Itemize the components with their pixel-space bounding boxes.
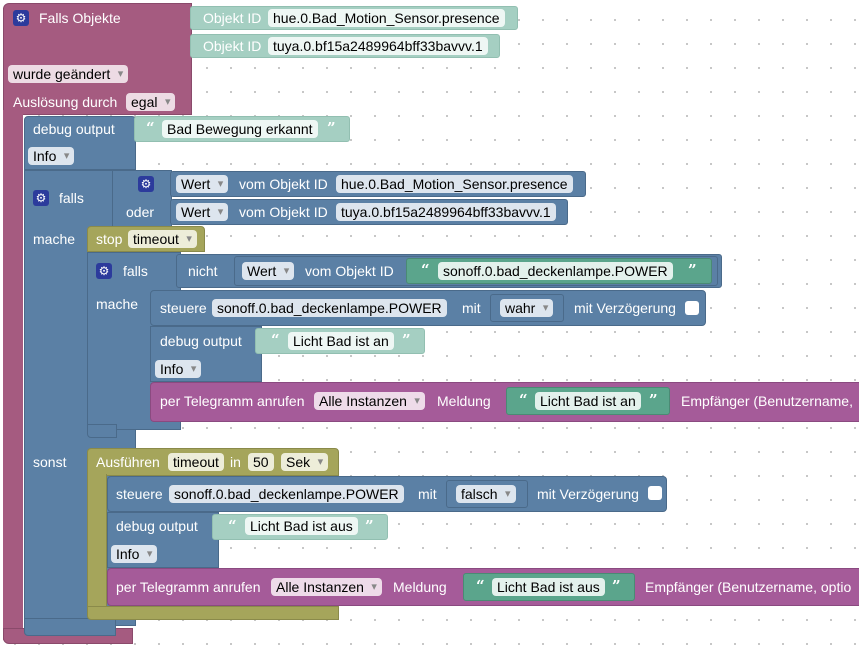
vom-objekt-label: vom Objekt ID bbox=[239, 176, 328, 192]
debug-text[interactable]: Bad Bewegung erkannt bbox=[162, 120, 318, 138]
object-id-field[interactable]: hue.0.Bad_Motion_Sensor.presence bbox=[268, 9, 505, 27]
object-text[interactable]: sonoff.0.bad_deckenlampe.POWER bbox=[438, 262, 673, 280]
object-id-field[interactable]: tuya.0.bf15a2489964bff33bavvv.1 bbox=[268, 37, 488, 55]
quote-close-icon: ” bbox=[365, 517, 374, 535]
wert-dropdown[interactable]: Wert bbox=[242, 262, 295, 280]
oder-label: oder bbox=[126, 204, 155, 220]
ausloesung-dropdown[interactable]: egal bbox=[126, 93, 176, 111]
nicht-label: nicht bbox=[188, 263, 218, 279]
stop-label: stop bbox=[96, 231, 123, 247]
mache-label: mache bbox=[33, 231, 76, 247]
trigger-title: Falls Objekte bbox=[39, 10, 121, 26]
object-id-field[interactable]: hue.0.Bad_Motion_Sensor.presence bbox=[336, 175, 573, 193]
meldung-label: Meldung bbox=[437, 393, 491, 409]
debug-label: debug output bbox=[160, 333, 242, 349]
delay-label: mit Verzögerung bbox=[537, 486, 639, 502]
timeout-value-field[interactable]: 50 bbox=[248, 453, 274, 471]
timeout-bottom bbox=[87, 606, 339, 620]
delay-checkbox[interactable] bbox=[648, 486, 662, 500]
recipient-label: Empfänger (Benutzername, optio bbox=[645, 579, 852, 595]
quote-close-icon: ” bbox=[688, 261, 697, 279]
gear-icon[interactable]: ⚙ bbox=[96, 263, 112, 279]
delay-checkbox[interactable] bbox=[685, 301, 699, 315]
objekt-id-label: Objekt ID bbox=[203, 10, 262, 26]
if-block-bottom bbox=[24, 618, 116, 636]
quote-close-icon: ” bbox=[402, 331, 411, 349]
recipient-label: Empfänger (Benutzername, bbox=[681, 393, 853, 409]
telegram-block[interactable] bbox=[150, 382, 859, 422]
quote-open-icon: “ bbox=[421, 261, 430, 279]
falls-label: falls bbox=[123, 263, 148, 279]
ausfuehren-label: Ausführen bbox=[96, 454, 160, 470]
telegram-text[interactable]: Licht Bad ist an bbox=[535, 392, 641, 410]
text-block[interactable] bbox=[463, 573, 635, 601]
telegram-text[interactable]: Licht Bad ist aus bbox=[492, 578, 605, 596]
trigger-spine bbox=[3, 110, 23, 640]
ausloesung-label: Auslösung durch bbox=[13, 94, 118, 110]
mache-label: mache bbox=[96, 296, 139, 312]
gear-icon[interactable]: ⚙ bbox=[33, 190, 49, 206]
debug-text[interactable]: Licht Bad ist aus bbox=[245, 517, 358, 535]
debug-level-dropdown[interactable]: Info bbox=[155, 360, 202, 378]
quote-open-icon: “ bbox=[476, 577, 485, 595]
wert-dropdown[interactable]: Wert bbox=[176, 203, 229, 221]
debug-text[interactable]: Licht Bad ist an bbox=[288, 332, 394, 350]
telegram-label: per Telegramm anrufen bbox=[160, 393, 305, 409]
meldung-label: Meldung bbox=[393, 579, 447, 595]
debug-label: debug output bbox=[116, 518, 198, 534]
if-block-bottom bbox=[87, 424, 117, 438]
mit-label: mit bbox=[462, 300, 481, 316]
mit-label: mit bbox=[418, 486, 437, 502]
instance-dropdown[interactable]: Alle Instanzen bbox=[314, 392, 425, 410]
quote-open-icon: “ bbox=[271, 331, 280, 349]
changed-dropdown[interactable]: wurde geändert bbox=[8, 65, 129, 83]
steuere-label: steuere bbox=[116, 486, 163, 502]
quote-close-icon: ” bbox=[327, 119, 336, 137]
quote-close-icon: ” bbox=[612, 577, 621, 595]
in-label: in bbox=[230, 454, 241, 470]
wert-dropdown[interactable]: Wert bbox=[176, 175, 229, 193]
instance-dropdown[interactable]: Alle Instanzen bbox=[271, 578, 382, 596]
debug-label: debug output bbox=[33, 121, 115, 137]
timeout-dropdown[interactable]: timeout bbox=[128, 230, 197, 248]
gear-icon[interactable]: ⚙ bbox=[138, 176, 154, 192]
falls-label: falls bbox=[59, 190, 84, 206]
boolean-dropdown[interactable]: wahr bbox=[500, 299, 554, 317]
unit-dropdown[interactable]: Sek bbox=[281, 453, 329, 471]
boolean-dropdown[interactable]: falsch bbox=[456, 485, 516, 503]
timeout-name-field[interactable]: timeout bbox=[168, 453, 224, 471]
objekt-id-label: Objekt ID bbox=[203, 38, 262, 54]
quote-open-icon: “ bbox=[228, 517, 237, 535]
gear-icon[interactable]: ⚙ bbox=[13, 10, 29, 26]
object-id-field[interactable]: tuya.0.bf15a2489964bff33bavvv.1 bbox=[336, 203, 556, 221]
quote-close-icon: ” bbox=[649, 391, 658, 409]
telegram-label: per Telegramm anrufen bbox=[116, 579, 261, 595]
debug-level-dropdown[interactable]: Info bbox=[28, 147, 75, 165]
debug-level-dropdown[interactable]: Info bbox=[111, 545, 158, 563]
quote-open-icon: “ bbox=[519, 391, 528, 409]
vom-objekt-label: vom Objekt ID bbox=[239, 204, 328, 220]
delay-label: mit Verzögerung bbox=[574, 300, 676, 316]
timeout-spine bbox=[87, 474, 107, 614]
quote-open-icon: “ bbox=[146, 119, 155, 137]
object-id-field[interactable]: sonoff.0.bad_deckenlampe.POWER bbox=[169, 485, 404, 503]
sonst-label: sonst bbox=[33, 454, 67, 470]
object-id-field[interactable]: sonoff.0.bad_deckenlampe.POWER bbox=[212, 299, 447, 317]
steuere-label: steuere bbox=[160, 300, 207, 316]
vom-objekt-label: vom Objekt ID bbox=[305, 263, 394, 279]
